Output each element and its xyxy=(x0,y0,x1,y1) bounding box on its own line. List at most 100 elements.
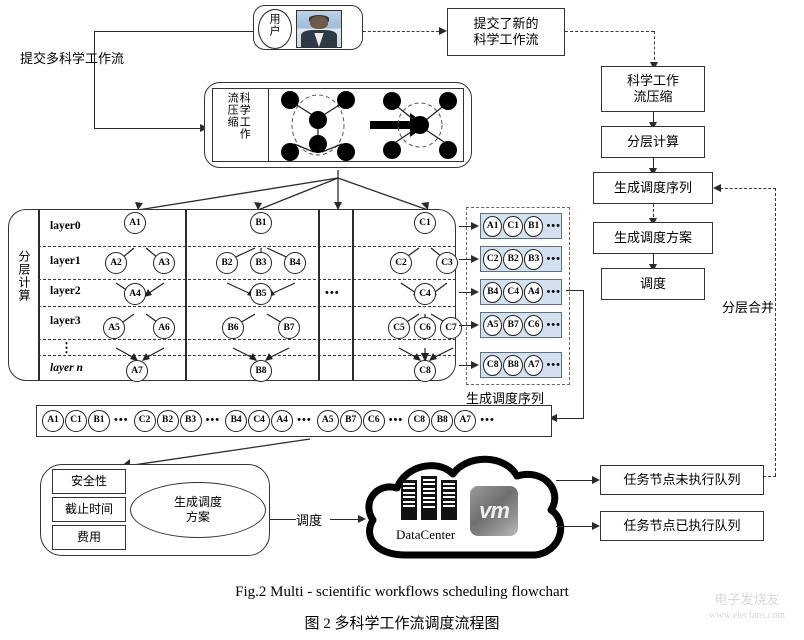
merged-row-0-ellipsis: ••• xyxy=(546,220,562,232)
node-C2[interactable]: C2 xyxy=(390,252,412,274)
merged-row-3[interactable]: A5 B7 C6 ••• xyxy=(480,312,562,338)
node-A3[interactable]: A3 xyxy=(153,252,175,274)
node-B5[interactable]: B5 xyxy=(250,283,272,305)
connector-trunk-left xyxy=(94,31,96,128)
merged-row-4[interactable]: C8 B8 A7 ••• xyxy=(480,352,562,378)
seq-node-0-2[interactable]: B1 xyxy=(88,410,110,432)
layer-sep-2 xyxy=(38,306,456,307)
graph-uncompressed xyxy=(281,91,355,161)
compression-divider xyxy=(268,88,270,162)
merged-node-3-1[interactable]: B7 xyxy=(503,314,523,336)
seq-node-1-0[interactable]: C2 xyxy=(133,410,156,432)
seq-node-0-1[interactable]: C1 xyxy=(65,410,87,432)
layer-label-5: layer n xyxy=(50,362,83,374)
box-layered-computation[interactable]: 分层计算 xyxy=(601,126,705,158)
node-A7[interactable]: A7 xyxy=(126,360,148,382)
box-schedule[interactable]: 调度 xyxy=(601,268,705,300)
node-C5[interactable]: C5 xyxy=(388,317,410,339)
box-queue-pending[interactable]: 任务节点未执行队列 xyxy=(600,465,764,495)
fanout-connectors xyxy=(135,170,429,211)
seq-node-1-1[interactable]: B2 xyxy=(156,410,179,432)
node-A4[interactable]: A4 xyxy=(124,283,146,305)
vm-logo-icon: vm xyxy=(470,486,518,536)
node-A2[interactable]: A2 xyxy=(105,252,127,274)
seq-node-2-0[interactable]: B4 xyxy=(225,410,248,432)
criterion-security[interactable]: 安全性 xyxy=(52,469,126,494)
merged-row-4-ellipsis: ••• xyxy=(546,359,562,371)
merged-node-2-2[interactable]: A4 xyxy=(523,281,544,303)
seq-node-4-2[interactable]: A7 xyxy=(454,410,477,432)
node-B6[interactable]: B6 xyxy=(222,317,244,339)
node-C8[interactable]: C8 xyxy=(414,360,436,382)
connector-merged-row-2 xyxy=(459,292,473,294)
connector-cloud-to-pending xyxy=(556,480,592,482)
box-submit-new-workflow[interactable]: 提交了新的 科学工作流 xyxy=(447,8,565,56)
connector-merged-row-4 xyxy=(459,365,473,367)
merged-node-1-0[interactable]: C2 xyxy=(483,248,503,270)
node-B8[interactable]: B8 xyxy=(250,360,272,382)
seq-node-3-2[interactable]: C6 xyxy=(362,410,385,432)
layer-panel-divider xyxy=(38,209,40,381)
node-A5[interactable]: A5 xyxy=(103,317,125,339)
server-rack-3 xyxy=(441,480,457,520)
merged-node-2-1[interactable]: C4 xyxy=(503,281,523,303)
seq-node-0-0[interactable]: A1 xyxy=(42,410,64,432)
graph-compressed xyxy=(383,92,457,159)
merged-row-0[interactable]: A1 C1 B1 ••• xyxy=(480,213,562,239)
node-C6[interactable]: C6 xyxy=(414,317,436,339)
node-B1[interactable]: B1 xyxy=(250,212,272,234)
box-workflow-compression[interactable]: 科学工作 流压缩 xyxy=(601,66,705,112)
seq-node-4-1[interactable]: B8 xyxy=(431,410,454,432)
arrow-queue-done xyxy=(592,522,600,530)
merged-node-4-0[interactable]: C8 xyxy=(483,354,503,376)
seq-node-4-0[interactable]: C8 xyxy=(408,410,431,432)
seq-node-1-2[interactable]: B3 xyxy=(179,410,202,432)
node-B7[interactable]: B7 xyxy=(278,317,300,339)
layer-panel-label: 分层计算 xyxy=(17,250,31,302)
merged-node-0-1[interactable]: C1 xyxy=(503,215,523,237)
merged-row-1[interactable]: C2 B2 B3 ••• xyxy=(480,246,562,272)
node-C1[interactable]: C1 xyxy=(414,212,436,234)
sequence-strip[interactable]: A1 C1 B1 ••• C2 B2 B3 ••• B4 C4 A4 ••• A… xyxy=(36,405,552,437)
label-layered-merge: 分层合并 xyxy=(722,300,775,315)
layer-panel xyxy=(8,209,456,381)
box-queue-pending-label: 任务节点未执行队列 xyxy=(623,471,741,487)
node-C3[interactable]: C3 xyxy=(436,252,458,274)
merged-node-3-2[interactable]: C6 xyxy=(523,314,544,336)
box-generate-plan[interactable]: 生成调度方案 xyxy=(593,222,713,254)
box-workflow-compression-label: 科学工作 流压缩 xyxy=(626,72,679,104)
box-queue-done[interactable]: 任务节点已执行队列 xyxy=(600,511,764,541)
node-B3[interactable]: B3 xyxy=(250,252,272,274)
seq-node-3-0[interactable]: A5 xyxy=(316,410,339,432)
node-A1[interactable]: A1 xyxy=(124,212,146,234)
node-A6[interactable]: A6 xyxy=(153,317,175,339)
node-C4[interactable]: C4 xyxy=(414,283,436,305)
seq-ellipsis-3: ••• xyxy=(388,414,404,427)
merged-node-3-0[interactable]: A5 xyxy=(483,314,503,336)
criterion-cost[interactable]: 费用 xyxy=(52,525,126,550)
merged-node-4-1[interactable]: B8 xyxy=(503,354,523,376)
seq-ellipsis-0: ••• xyxy=(114,414,129,427)
seq-ellipsis-4: ••• xyxy=(480,414,495,427)
node-B2[interactable]: B2 xyxy=(216,252,238,274)
merged-node-1-2[interactable]: B3 xyxy=(523,248,544,270)
node-B4[interactable]: B4 xyxy=(284,252,306,274)
merged-node-0-0[interactable]: A1 xyxy=(483,215,503,237)
merged-node-1-1[interactable]: B2 xyxy=(503,248,523,270)
seq-node-2-1[interactable]: C4 xyxy=(248,410,271,432)
node-C7[interactable]: C7 xyxy=(440,317,462,339)
arrow-to-cloud xyxy=(358,515,366,523)
box-generate-sequence[interactable]: 生成调度序列 xyxy=(593,172,713,204)
merged-node-2-0[interactable]: B4 xyxy=(483,281,503,303)
merged-node-4-2[interactable]: A7 xyxy=(523,354,544,376)
layer-label-2: layer2 xyxy=(50,285,81,297)
plan-ellipse[interactable]: 生成调度 方案 xyxy=(130,482,266,538)
seq-node-2-2[interactable]: A4 xyxy=(271,410,294,432)
criterion-cost-label: 费用 xyxy=(76,530,101,544)
merged-node-0-2[interactable]: B1 xyxy=(523,215,544,237)
criterion-deadline[interactable]: 截止时间 xyxy=(52,497,126,522)
merged-row-2[interactable]: B4 C4 A4 ••• xyxy=(480,279,562,305)
group-divider-dots-c xyxy=(352,209,354,381)
layer-label-0: layer0 xyxy=(50,220,81,232)
seq-node-3-1[interactable]: B7 xyxy=(339,410,362,432)
